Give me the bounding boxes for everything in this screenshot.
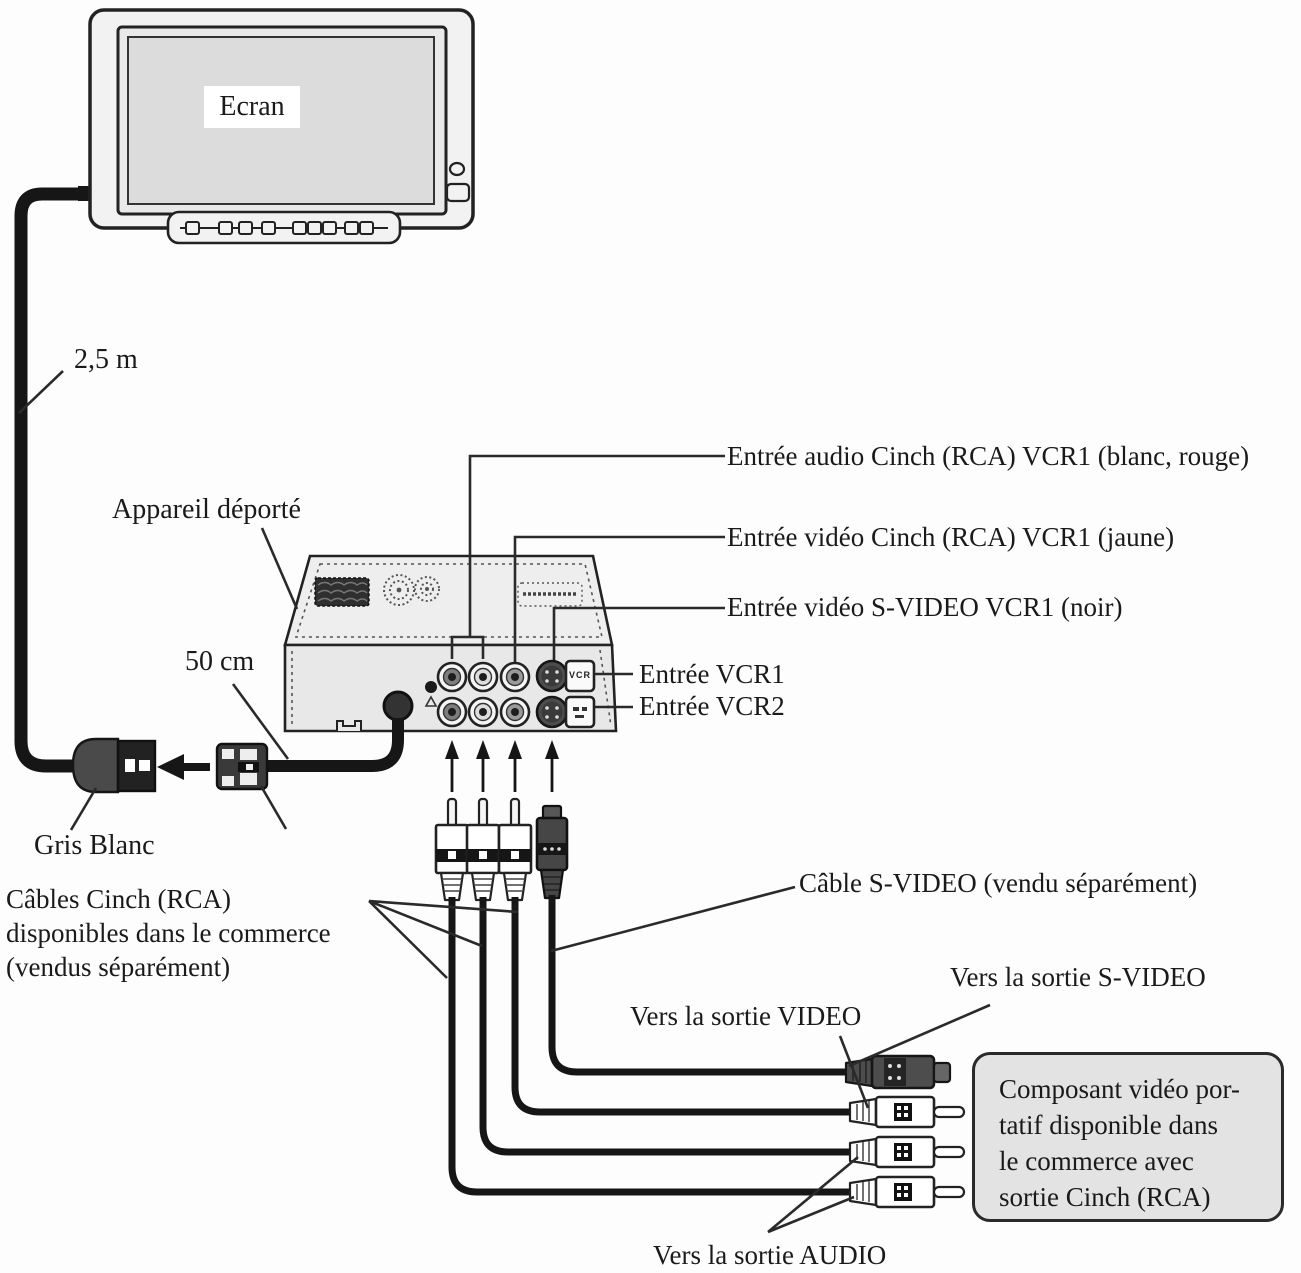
rca-jack [436, 661, 531, 693]
leader-rca-cables-fan [368, 899, 519, 979]
harness-connectors [69, 683, 404, 831]
leader-to-audio-output [767, 1156, 859, 1234]
leader-to-svideo-output [848, 1003, 991, 1068]
vcr1-input-label: Entrée VCR1 [639, 659, 785, 689]
jack-panel [436, 659, 633, 729]
rca-cables-note-line1: Câbles Cinch (RCA) [6, 884, 231, 914]
to-audio-output-label: Vers la sortie AUDIO [653, 1240, 887, 1270]
bottom-leaders [368, 885, 991, 1234]
vcr2-input-label: Entrée VCR2 [639, 691, 785, 721]
leader-white-connector [259, 785, 288, 830]
rca-jack [436, 696, 531, 728]
front-warning-symbol [424, 695, 438, 707]
to-video-output-label: Vers la sortie VIDEO [630, 1001, 862, 1031]
rca-cables-note: Câbles Cinch (RCA) disponibles dans le c… [6, 882, 331, 984]
rca-plug-horizontal [848, 1095, 966, 1209]
svideo-cable-label: Câble S-VIDEO (vendu séparément) [799, 868, 1198, 898]
white-connector [215, 742, 269, 791]
rca-plug-vertical [434, 797, 533, 902]
rca-cables-note-line2: disponibles dans le commerce [6, 918, 331, 948]
gris-blanc-label: Gris Blanc [34, 830, 155, 861]
fan-vents [383, 574, 440, 606]
input-label-leaders [450, 454, 725, 665]
leader-50cm [231, 683, 290, 760]
power-led [448, 161, 466, 177]
front-dot [425, 681, 437, 693]
screen-label-box: Ecran [204, 86, 300, 128]
vcr2-port-frame [564, 695, 596, 729]
svideo-input-label: Entrée vidéo S-VIDEO VCR1 (noir) [727, 592, 1123, 622]
cable-grommet [382, 690, 414, 722]
svideo-jack [535, 659, 569, 729]
video-input-label: Entrée vidéo Cinch (RCA) VCR1 (jaune) [727, 522, 1175, 552]
portable-box-line3: le commerce avec [999, 1146, 1194, 1176]
svideo-plug-vertical [535, 804, 569, 900]
portable-box-line2: tatif disponible dans [999, 1110, 1218, 1140]
plug-direction-arrow [157, 754, 210, 780]
portable-box-line4: sortie Cinch (RCA) [999, 1182, 1211, 1212]
bezel-button [445, 182, 471, 203]
monitor-cable [14, 187, 93, 773]
fifty-cm-label: 50 cm [185, 646, 255, 677]
mounting-tab [336, 720, 362, 731]
heatsink-texture [314, 577, 370, 607]
portable-box-line1: Composant vidéo por- [999, 1074, 1240, 1104]
leader-svideo-cable [550, 885, 796, 953]
brand-logo-dotted [517, 582, 583, 607]
insertion-arrows [445, 740, 559, 792]
leader-to-video-output [838, 1035, 870, 1109]
screen-label: Ecran [219, 91, 285, 122]
monitor-control-buttons [185, 221, 374, 235]
hideaway-unit-label: Appareil déporté [112, 494, 301, 525]
to-svideo-output-label: Vers la sortie S-VIDEO [950, 962, 1206, 992]
vcr-port-tag: VCR [568, 670, 591, 680]
portable-component-box: Composant vidéo por- tatif disponible da… [972, 1052, 1284, 1222]
leader-hideaway-unit [260, 527, 299, 610]
rca-cables-note-line3: (vendus séparément) [6, 952, 231, 982]
leader-gray-connector [69, 787, 98, 831]
gray-connector [71, 737, 157, 794]
leader-cable-length [18, 370, 64, 414]
audio-input-label: Entrée audio Cinch (RCA) VCR1 (blanc, ro… [727, 441, 1250, 471]
cable-length-label: 2,5 m [74, 344, 138, 375]
signal-cables [448, 895, 853, 1196]
vcr1-port-frame [564, 659, 596, 693]
